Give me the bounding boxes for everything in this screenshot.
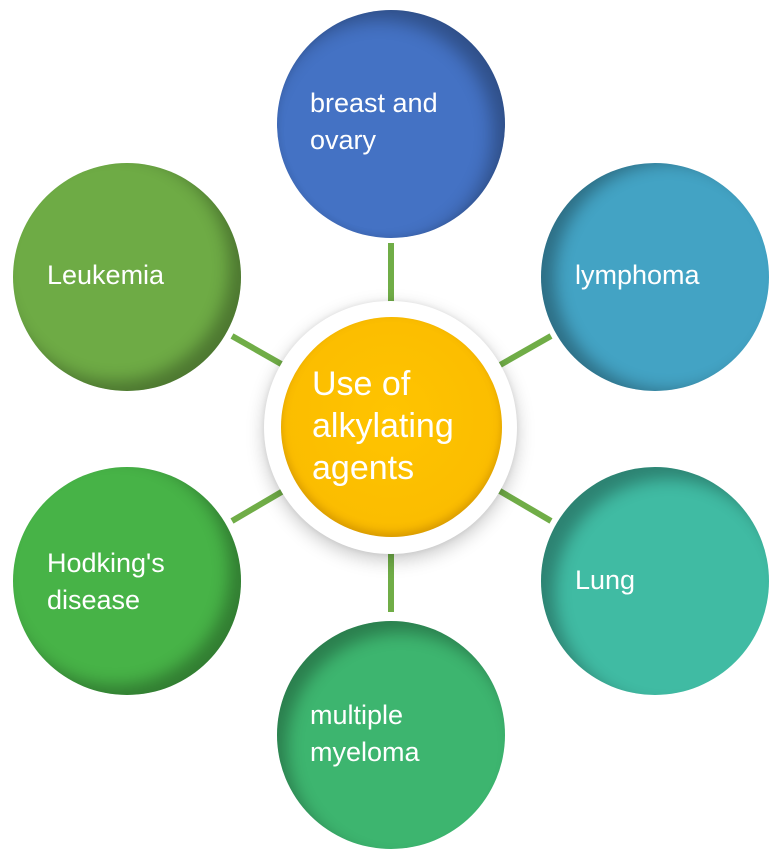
node-leukemia: Leukemia xyxy=(13,163,241,391)
center-label: Use of alkylating agents xyxy=(312,365,454,487)
connector-lower-left xyxy=(230,484,292,524)
node-label: Leukemia xyxy=(47,260,165,290)
node-label: lymphoma xyxy=(575,260,700,290)
node-label: Lung xyxy=(575,565,636,595)
node-lymphoma: lymphoma xyxy=(541,163,769,391)
node-label: Hodking's disease xyxy=(47,548,165,615)
node-label: multiple myeloma xyxy=(310,700,420,767)
connector-upper-right xyxy=(491,333,553,372)
node-lung: Lung xyxy=(541,467,769,695)
connector-lower-right xyxy=(491,484,553,524)
node-multiple-myeloma: multiple myeloma xyxy=(277,621,505,849)
node-breast-and-ovary: breast and ovary xyxy=(277,10,505,238)
center-hub xyxy=(281,317,502,537)
node-label: breast and ovary xyxy=(310,88,438,155)
node-hodkings-disease: Hodking's disease xyxy=(13,467,241,695)
